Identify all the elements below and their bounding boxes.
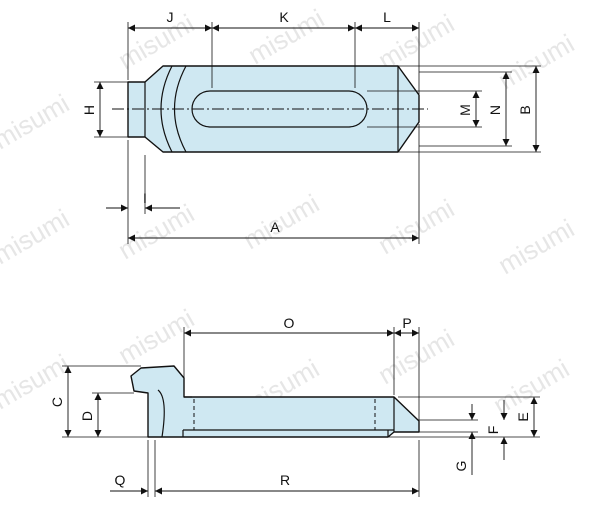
dim-H-label: H: [81, 105, 97, 115]
dim-E-label: E: [515, 412, 531, 421]
watermark-text: misumi: [488, 353, 574, 420]
side-view: O P C D E F G Q R: [49, 315, 540, 497]
dim-L-label: L: [383, 9, 391, 25]
watermark-text: misumi: [0, 203, 74, 270]
dim-O-label: O: [284, 315, 295, 331]
watermark-text: misumi: [373, 193, 459, 260]
plan-view: J K L H I A M N B: [81, 9, 541, 244]
dim-I-label: I: [143, 190, 147, 206]
dim-R-label: R: [280, 472, 290, 488]
heel-fold: [157, 389, 165, 438]
dim-G-label: G: [453, 461, 469, 472]
dim-A-label: A: [270, 219, 280, 235]
dim-M-label: M: [457, 104, 473, 116]
watermark-text: misumi: [113, 8, 199, 75]
dim-K-label: K: [279, 9, 289, 25]
watermark-text: misumi: [113, 303, 199, 370]
dim-D-label: D: [79, 411, 95, 421]
watermark-text: misumi: [0, 88, 74, 155]
dim-Q-label: Q: [115, 472, 126, 488]
dim-F-label: F: [485, 426, 501, 435]
dim-B-label: B: [517, 105, 533, 114]
dim-J-label: J: [167, 9, 174, 25]
watermark-text: misumi: [238, 188, 324, 255]
watermark-text: misumi: [493, 213, 579, 280]
dim-N-label: N: [487, 105, 503, 115]
dim-C-label: C: [49, 397, 65, 407]
dim-P-label: P: [402, 315, 411, 331]
